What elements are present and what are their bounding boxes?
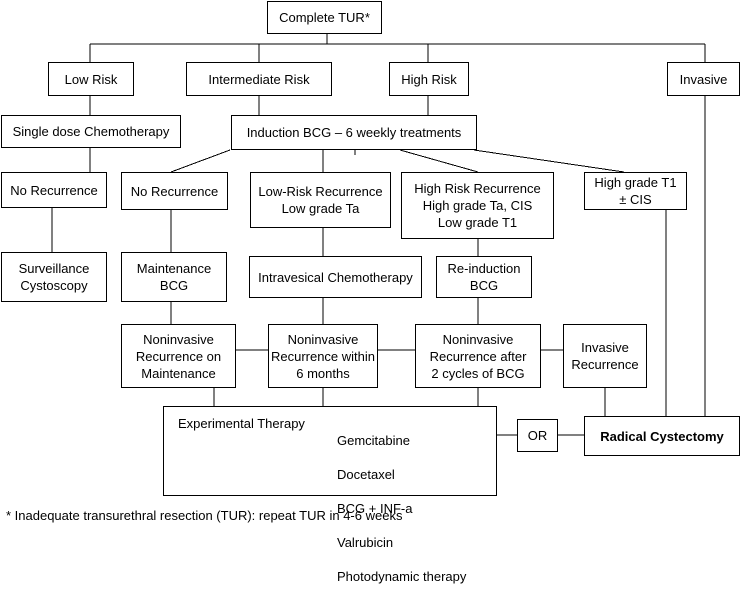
treatment-flowchart: Complete TUR* Low Risk Intermediate Risk… (1, 1, 740, 584)
low-risk-recurrence-node: Low-Risk Recurrence Low grade Ta (250, 172, 391, 228)
low-risk-node: Low Risk (48, 62, 134, 96)
maintenance-bcg-node: Maintenance BCG (121, 252, 227, 302)
reinduction-bcg-node: Re-induction BCG (436, 256, 532, 298)
surveillance-cystoscopy-node: Surveillance Cystoscopy (1, 252, 107, 302)
footnote: * Inadequate transurethral resection (TU… (6, 508, 403, 523)
high-risk-node: High Risk (389, 62, 469, 96)
high-risk-recurrence-node: High Risk Recurrence High grade Ta, CIS … (401, 172, 554, 239)
induction-bcg-node: Induction BCG – 6 weekly treatments (231, 115, 477, 150)
invasive-node: Invasive (667, 62, 740, 96)
option-photodynamic: Photodynamic therapy (337, 569, 467, 584)
invasive-recurrence-node: Invasive Recurrence (563, 324, 647, 388)
radical-cystectomy-node: Radical Cystectomy (584, 416, 740, 456)
experimental-therapy-box: Experimental Therapy Gemcitabine Docetax… (163, 406, 497, 584)
high-grade-t1-node: High grade T1 ± CIS (584, 172, 687, 210)
noninvasive-recurrence-maintenance-node: Noninvasive Recurrence on Maintenance (121, 324, 236, 388)
option-gemcitabine: Gemcitabine (337, 433, 410, 448)
intravesical-chemotherapy-node: Intravesical Chemotherapy (249, 256, 422, 298)
experimental-therapy-heading: Experimental Therapy (178, 416, 305, 431)
intermediate-risk-node: Intermediate Risk (186, 62, 332, 96)
single-dose-chemotherapy-node: Single dose Chemotherapy (1, 115, 181, 148)
option-valrubicin: Valrubicin (337, 535, 394, 550)
connector-lines (51, 34, 706, 436)
noninvasive-recurrence-6-months-node: Noninvasive Recurrence within 6 months (268, 324, 378, 388)
or-node: OR (517, 419, 558, 452)
no-recurrence-bcg-node: No Recurrence (121, 172, 228, 210)
no-recurrence-left-node: No Recurrence (1, 172, 107, 208)
complete-tur-node: Complete TUR* (267, 1, 382, 34)
noninvasive-recurrence-2-cycles-node: Noninvasive Recurrence after 2 cycles of… (415, 324, 541, 388)
option-docetaxel: Docetaxel (337, 467, 395, 482)
option-bcg-inf: BCG + INF-a (337, 501, 413, 516)
